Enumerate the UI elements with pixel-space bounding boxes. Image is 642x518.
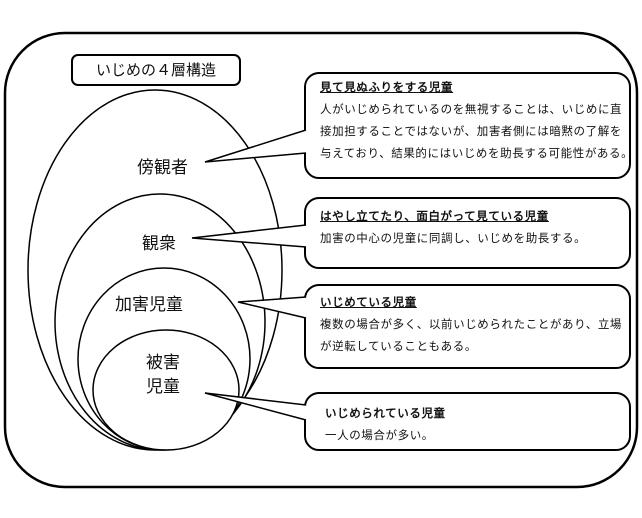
callout-line: 与えており、結果的にはいじめを助長する可能性がある。 [320, 146, 634, 160]
layer-label-victims-2: 児童 [146, 377, 180, 397]
callout-audience: はやし立てたり、面白がって見ている児童 加害の中心の児童に同調し、いじめを助長す… [320, 205, 586, 249]
layer-label-audience: 観衆 [142, 234, 176, 254]
callout-heading: はやし立てたり、面白がって見ている児童 [320, 209, 549, 223]
callout-line: 加害の中心の児童に同調し、いじめを助長する。 [320, 231, 587, 245]
layer-ellipse-victims [92, 329, 240, 451]
layer-label-perpetrators: 加害児童 [115, 295, 183, 315]
callout-heading: いじめられている児童 [325, 406, 446, 420]
title-box [71, 54, 241, 86]
callout-line: が逆転していることもある。 [320, 339, 477, 353]
diagram-title: いじめの４層構造 [95, 61, 216, 79]
callout-line: 複数の場合が多く、以前いじめられたことがあり、立場 [320, 317, 623, 331]
layer-label-bystanders: 傍観者 [137, 158, 188, 178]
callout-box-3 [304, 284, 631, 369]
callout-line: 一人の場合が多い。 [325, 428, 434, 442]
callout-heading: 見て見ぬふりをする児童 [320, 80, 454, 94]
callout-line: 接加担することではないが、加害者側には暗黙の了解を [320, 124, 622, 138]
layer-label-victims-1: 被害 [146, 353, 180, 373]
callout-box-4 [304, 392, 631, 451]
callout-perpetrators: いじめている児童 複数の場合が多く、以前いじめられたことがあり、立場 が逆転して… [320, 291, 622, 357]
callout-bystanders: 見て見ぬふりをする児童 人がいじめられているのを無視することは、いじめに直 接加… [320, 76, 633, 164]
callout-line: 人がいじめられているのを無視することは、いじめに直 [320, 102, 623, 116]
callout-heading: いじめている児童 [320, 295, 417, 309]
callout-victims: いじめられている児童 一人の場合が多い。 [325, 402, 446, 446]
callout-box-1 [304, 72, 631, 179]
